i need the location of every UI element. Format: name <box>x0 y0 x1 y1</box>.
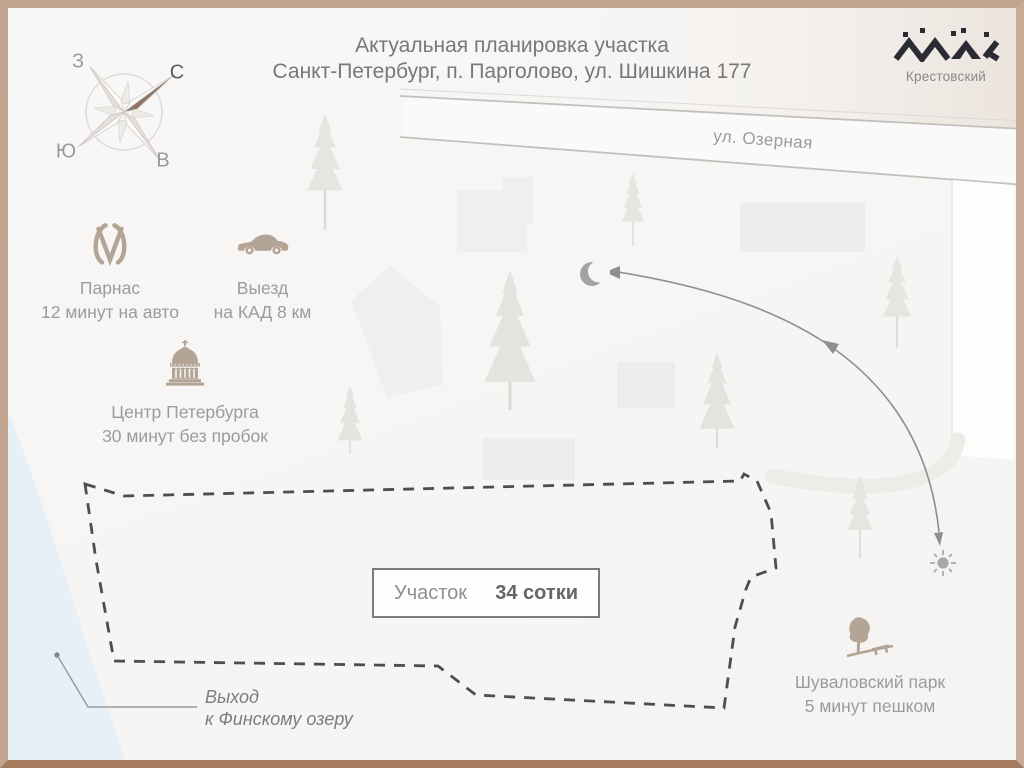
page-title: Актуальная планировка участка Санкт-Пете… <box>0 33 1024 85</box>
side-road <box>764 180 1014 494</box>
compass-west-label: З <box>71 50 85 73</box>
driveway-to-plot <box>764 432 966 494</box>
poi-center: Центр Петербурга 30 минут без пробок <box>100 340 270 447</box>
sun-path-arrow <box>605 266 943 546</box>
cathedral-icon <box>100 340 270 386</box>
poi-center-title: Центр Петербурга <box>111 402 259 422</box>
buildings-group <box>351 177 865 480</box>
building <box>617 362 675 408</box>
poi-lake-subtitle: к Финскому озеру <box>205 709 353 729</box>
compass-south-label: Ю <box>55 140 77 163</box>
spruce-tree <box>337 386 363 454</box>
arrowhead <box>822 340 839 354</box>
poi-metro-subtitle: 12 минут на авто <box>41 302 179 322</box>
plot-boundary <box>83 472 778 710</box>
lake-leader-line <box>54 652 197 708</box>
spruce-tree <box>484 270 536 410</box>
arrowhead <box>934 532 943 546</box>
poi-metro-title: Парнас <box>79 278 141 298</box>
compass-north-label: С <box>169 61 185 84</box>
compass-rose-icon <box>77 66 175 161</box>
poi-park-title: Шуваловский парк <box>794 672 946 692</box>
poi-park: Шуваловский парк 5 минут пешком <box>785 614 955 717</box>
poi-highway: Выезд на КАД 8 км <box>190 220 335 323</box>
poi-metro: Парнас 12 минут на авто <box>30 220 190 323</box>
pine-tree <box>882 255 912 348</box>
spruce-tree <box>699 352 735 448</box>
poi-lake-exit: Выход к Финскому озеру <box>205 686 353 730</box>
compass-east-label: В <box>156 149 170 172</box>
poi-center-subtitle: 30 минут без пробок <box>102 426 268 446</box>
page-title-line1: Актуальная планировка участка <box>355 34 669 57</box>
far-side-land <box>500 8 1016 135</box>
poi-highway-subtitle: на КАД 8 км <box>213 302 312 322</box>
arrowhead <box>605 266 620 279</box>
metro-icon <box>30 220 190 266</box>
brand-logo: Крестовский <box>890 28 1002 84</box>
building <box>503 177 533 225</box>
park-icon <box>785 614 955 660</box>
brand-logo-name: Крестовский <box>905 69 987 84</box>
poi-park-subtitle: 5 минут пешком <box>804 696 936 716</box>
moon-icon <box>580 260 610 286</box>
building <box>483 438 575 480</box>
compass-north-pointer <box>123 74 175 113</box>
poi-highway-title: Выезд <box>236 278 289 298</box>
lake-shape <box>8 412 128 768</box>
plot-area-value: 34 сотки <box>495 581 578 604</box>
building <box>740 203 865 252</box>
plot-info-box: Участок 34 сотки <box>372 568 600 618</box>
brand-logo-icon <box>893 28 1000 64</box>
poi-lake-title: Выход <box>205 687 260 707</box>
pine-tree <box>307 113 343 230</box>
sun-icon <box>930 550 956 576</box>
road-ozernaya <box>399 88 1024 186</box>
page-title-line2: Санкт-Петербург, п. Парголово, ул. Шишки… <box>272 60 752 83</box>
building <box>351 265 443 397</box>
car-icon <box>190 220 335 266</box>
pine-tree <box>621 173 645 246</box>
plot-label: Участок <box>394 581 468 604</box>
